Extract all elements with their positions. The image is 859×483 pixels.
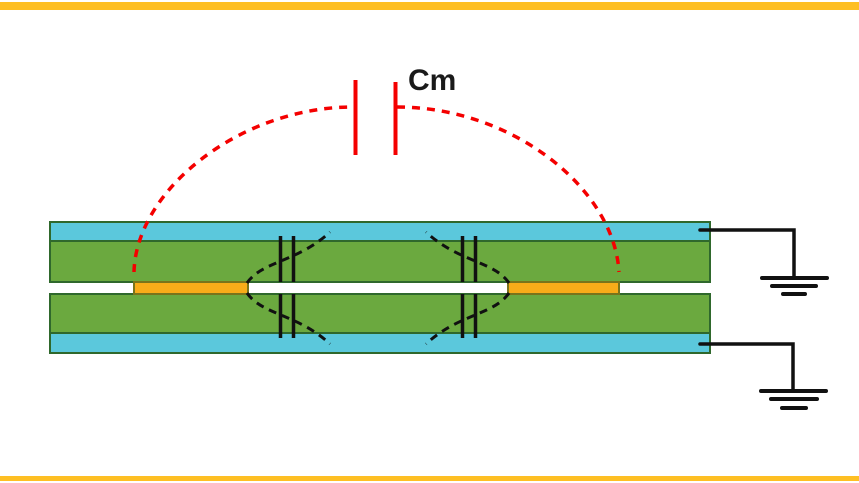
bottom-border-bar [0, 476, 859, 481]
bottom-pcb-copper-plane [49, 332, 711, 354]
ground-icon-bottom [698, 342, 828, 410]
field-line-lower-right [424, 292, 511, 346]
ground-icon-top [698, 228, 829, 296]
left-signal-trace [133, 281, 249, 295]
top-border-bar [0, 2, 859, 10]
capacitor-icon-left [278, 236, 296, 338]
capacitor-icon-right [460, 236, 478, 338]
bottom-pcb-dielectric [49, 293, 711, 334]
top-pcb-dielectric [49, 240, 711, 283]
field-line-upper-right [424, 230, 511, 284]
mutual-capacitance-label: Cm [408, 64, 456, 97]
bottom-pcb [49, 293, 711, 354]
field-lines [245, 230, 511, 346]
mutual-capacitor-icon [353, 80, 398, 155]
top-pcb [49, 221, 711, 283]
field-line-lower-left [245, 292, 332, 346]
right-signal-trace [507, 281, 620, 295]
coupling-arc-left [132, 105, 354, 273]
field-line-upper-left [245, 230, 332, 284]
mutual-coupling-path [132, 105, 621, 273]
